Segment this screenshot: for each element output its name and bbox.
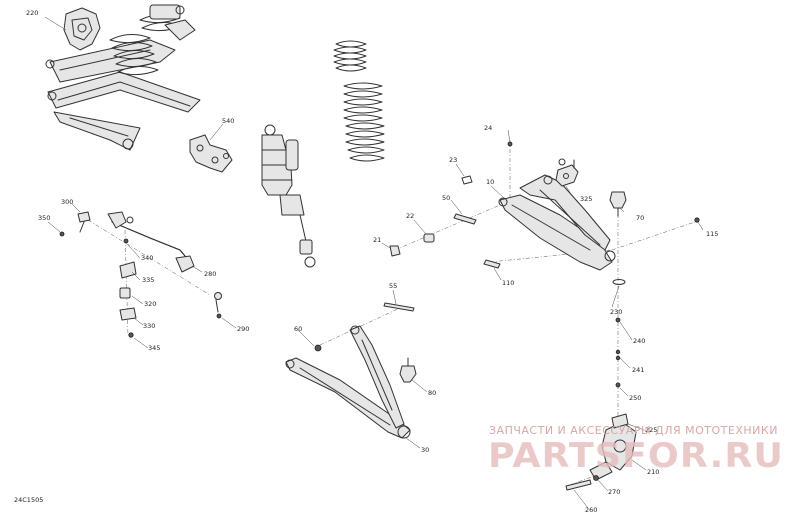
fasteners xyxy=(314,141,700,388)
label-23: 23 xyxy=(449,156,457,164)
label-55: 55 xyxy=(389,282,397,290)
bracket-325 xyxy=(555,158,579,187)
sway-link-300 xyxy=(59,211,91,237)
watermark-subtitle: ЗАПЧАСТИ И АКСЕССУАРЫ ДЛЯ МОТОТЕХНИКИ xyxy=(489,424,778,437)
ball-joint-80 xyxy=(399,357,417,383)
label-220: 220 xyxy=(26,9,38,17)
label-110: 110 xyxy=(502,279,514,287)
label-241: 241 xyxy=(632,366,644,374)
label-50: 50 xyxy=(442,194,450,202)
label-270: 270 xyxy=(608,488,620,496)
label-10: 10 xyxy=(486,178,494,186)
label-345: 345 xyxy=(148,344,160,352)
label-30: 30 xyxy=(421,446,429,454)
watermark: ЗАПЧАСТИ И АКСЕССУАРЫ ДЛЯ МОТОТЕХНИКИ PA… xyxy=(488,424,784,476)
label-290: 290 xyxy=(237,325,249,333)
clamp-parts xyxy=(119,238,137,338)
label-210: 210 xyxy=(647,468,659,476)
assembled-suspension-view xyxy=(45,4,201,151)
sway-link-290 xyxy=(214,292,222,319)
label-230: 230 xyxy=(610,308,622,316)
label-300: 300 xyxy=(61,198,73,206)
label-22: 22 xyxy=(406,212,414,220)
label-115: 115 xyxy=(706,230,718,238)
coil-springs xyxy=(333,40,385,162)
upper-a-arm xyxy=(498,174,616,271)
label-250: 250 xyxy=(629,394,641,402)
label-340: 340 xyxy=(141,254,153,262)
bolts-260-270 xyxy=(565,475,599,491)
sway-bar xyxy=(107,211,195,273)
label-325: 325 xyxy=(580,195,592,203)
bracket-540 xyxy=(189,134,233,173)
label-260: 260 xyxy=(585,506,597,514)
label-80: 80 xyxy=(428,389,436,397)
label-70: 70 xyxy=(636,214,644,222)
leader-lines xyxy=(44,16,704,509)
ball-joint-70 xyxy=(609,191,627,217)
label-280: 280 xyxy=(204,270,216,278)
label-330: 330 xyxy=(143,322,155,330)
shock-absorber xyxy=(261,124,316,268)
label-240: 240 xyxy=(633,337,645,345)
label-60: 60 xyxy=(294,325,302,333)
label-320: 320 xyxy=(144,300,156,308)
part-labels: 220 540 24 23 10 325 50 70 22 115 21 110… xyxy=(26,9,718,514)
label-540: 540 xyxy=(222,117,234,125)
label-350: 350 xyxy=(38,214,50,222)
diagram-code: 24C1505 xyxy=(14,496,43,504)
label-21: 21 xyxy=(373,236,381,244)
watermark-brand: PARTSFOR.RU xyxy=(488,436,784,476)
lower-a-arm xyxy=(285,325,411,439)
label-225: 225 xyxy=(645,426,657,434)
label-24: 24 xyxy=(484,124,492,132)
label-335: 335 xyxy=(142,276,154,284)
